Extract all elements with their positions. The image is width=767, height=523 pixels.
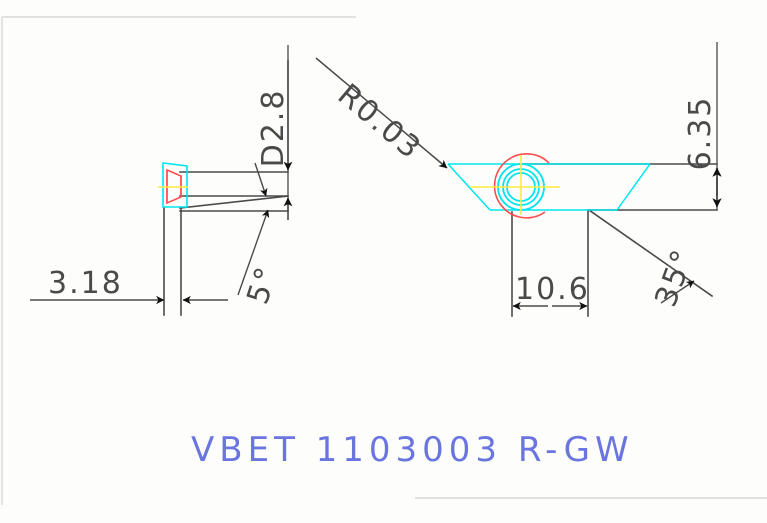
radius-r0-03-leader	[315, 57, 448, 169]
radius-r0-03-label: R0.03	[331, 77, 428, 167]
angle-35-leaders	[660, 280, 695, 304]
sheet-frame	[1, 16, 767, 505]
right-hub-centerlines	[470, 155, 560, 215]
dim-d2-8-label: D2.8	[256, 89, 291, 168]
angle-5-upper-leader	[254, 162, 268, 197]
drawing-title: VBET 1103003 R-GW	[191, 430, 634, 470]
left-view-outline	[163, 171, 289, 316]
dim-10-6-label: 10.6	[515, 272, 590, 307]
right-view: R0.03 6.35 35° 10.6	[315, 42, 722, 317]
cyan-flange-path	[447, 163, 651, 211]
radius-r0-03-group	[315, 57, 448, 169]
angle-35-label: 35°	[649, 244, 702, 312]
angle-5-lower-leader	[237, 209, 270, 296]
dim-3-18-label: 3.18	[48, 266, 123, 301]
cyan-detail-outline	[162, 162, 188, 208]
left-taper-edge	[179, 195, 289, 209]
right-flange-outline	[447, 163, 651, 211]
left-view: D2.8 5° 3.18	[30, 45, 293, 316]
dim-6-35-label: 6.35	[683, 96, 718, 171]
red-hub-arc	[493, 153, 550, 219]
left-detail-box	[162, 162, 188, 208]
angle-35-leader	[660, 280, 695, 304]
angle-5-leaders	[237, 162, 270, 296]
